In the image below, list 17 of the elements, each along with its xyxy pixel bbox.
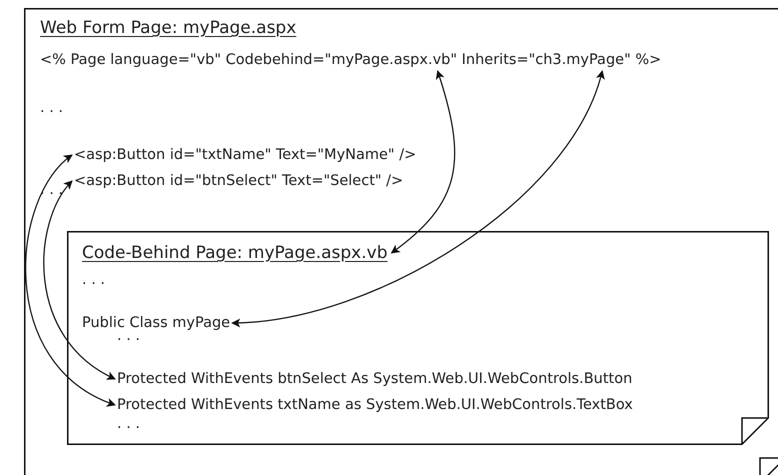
arrow bbox=[390, 70, 456, 254]
arrow bbox=[231, 70, 604, 327]
arrow bbox=[43, 180, 116, 380]
code-line: <asp:Button id="btnSelect" Text="Select" /> bbox=[74, 171, 404, 191]
ellipsis: . . . bbox=[117, 415, 140, 434]
code-line: <asp:Button id="txtName" Text="MyName" /> bbox=[74, 145, 416, 165]
page-heading: Web Form Page: myPage.aspx bbox=[40, 18, 296, 38]
ellipsis: . . . bbox=[40, 99, 64, 118]
document-box bbox=[24, 8, 778, 475]
document-box bbox=[67, 231, 769, 445]
ellipsis: . . . bbox=[82, 271, 106, 290]
code-line: <% Page language="vb" Codebehind="myPage.aspx.vb" Inherits="ch3.myPage" %> bbox=[40, 50, 662, 70]
ellipsis: . . . bbox=[40, 181, 64, 200]
code-line: Protected WithEvents txtName as System.Web.UI.WebControls.TextBox bbox=[117, 395, 633, 415]
arrow bbox=[25, 154, 116, 406]
page-heading: Code-Behind Page: myPage.aspx.vb bbox=[82, 243, 388, 263]
code-line: Protected WithEvents btnSelect As System.Web.UI.WebControls.Button bbox=[117, 369, 632, 389]
